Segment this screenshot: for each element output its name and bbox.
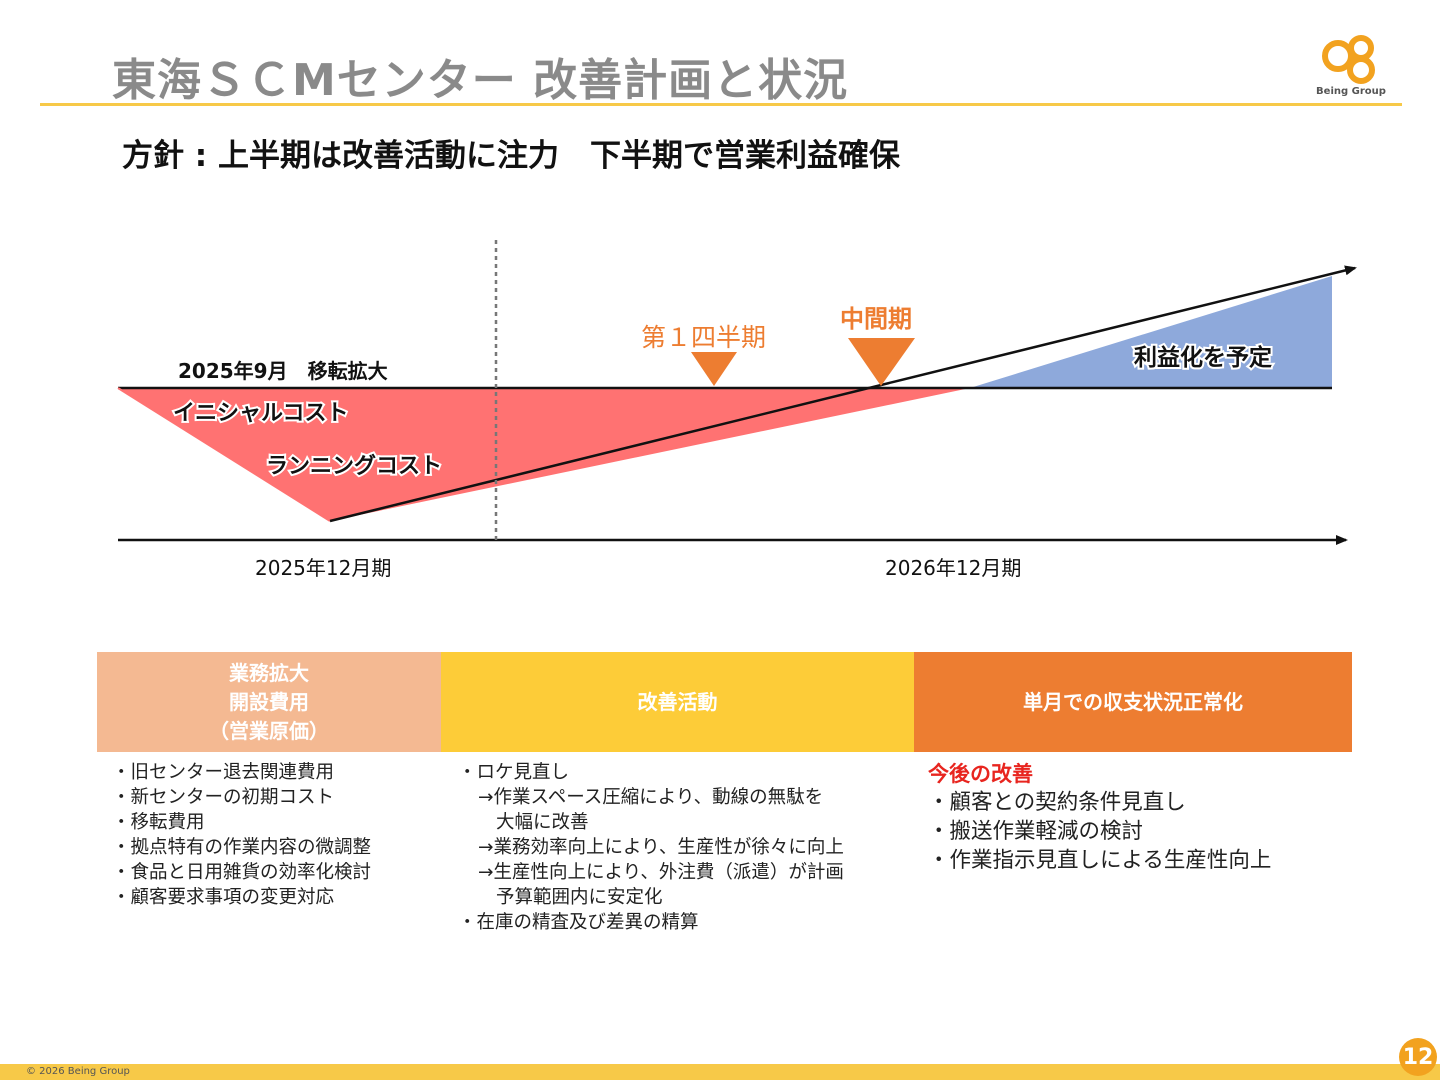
title-divider xyxy=(40,103,1402,106)
list-item: 大幅に改善 xyxy=(496,812,589,833)
midterm-marker xyxy=(848,338,915,386)
being-group-logo-icon xyxy=(1322,35,1375,84)
header-line: 業務拡大 xyxy=(229,660,309,685)
future-improvement-title: 今後の改善 xyxy=(928,762,1033,786)
list-item: 予算範囲内に安定化 xyxy=(496,887,663,908)
column-header-normalization: 単月での収支状況正常化 xyxy=(914,652,1352,752)
cost-edge-line xyxy=(117,387,331,522)
list-item: ・移転費用 xyxy=(112,812,205,833)
profit-label: 利益化を予定 xyxy=(1134,344,1272,371)
list-item: ・顧客との契約条件見直し xyxy=(928,790,1186,815)
q1-label: 第１四半期 xyxy=(641,323,766,352)
header-line: 開設費用 xyxy=(229,689,309,714)
policy-statement: 方針 : 上半期は改善活動に注力 下半期で営業利益確保 xyxy=(122,138,900,174)
logo-text: Being Group xyxy=(1316,86,1386,97)
column-header-expansion: 業務拡大 開設費用 （営業原価） xyxy=(97,652,441,752)
running-cost-label: ランニングコスト xyxy=(266,453,442,479)
footer-bar xyxy=(0,1064,1440,1080)
list-item: ・作業指示見直しによる生産性向上 xyxy=(928,848,1272,873)
future-improvement-list: 今後の改善 ・顧客との契約条件見直し ・搬送作業軽減の検討 ・作業指示見直しによ… xyxy=(928,760,1271,875)
profit-timeline-chart: 2025年9月 移転拡大 イニシャルコスト ランニングコスト 第１四半期 中間期… xyxy=(117,240,1357,580)
list-item: →業務効率向上により、生産性が徐々に向上 xyxy=(478,837,844,858)
profit-area xyxy=(970,276,1332,388)
improvement-activity-list: ・ロケ見直し →作業スペース圧縮により、動線の無駄を 大幅に改善 →業務効率向上… xyxy=(458,760,844,935)
list-item: →作業スペース圧縮により、動線の無駄を xyxy=(478,787,824,808)
expansion-cost-list: ・旧センター退去関連費用 ・新センターの初期コスト ・移転費用 ・拠点特有の作業… xyxy=(112,760,371,910)
period-left-label: 2025年12月期 xyxy=(255,556,391,580)
trend-line xyxy=(329,265,1357,523)
midterm-label: 中間期 xyxy=(840,305,912,333)
list-item: ・ロケ見直し xyxy=(458,762,570,783)
copyright: © 2026 Being Group xyxy=(26,1066,130,1077)
initial-cost-label: イニシャルコスト xyxy=(173,401,349,426)
header-line: 改善活動 xyxy=(637,689,718,714)
list-item: ・在庫の精査及び差異の精算 xyxy=(458,912,699,933)
header-line: （営業原価） xyxy=(209,718,329,743)
q1-marker xyxy=(691,352,737,386)
list-item: ・旧センター退去関連費用 xyxy=(112,762,335,783)
list-item: ・拠点特有の作業内容の微調整 xyxy=(112,837,372,858)
page-title: 東海ＳＣMセンター 改善計画と状況 xyxy=(112,55,849,106)
list-item: ・顧客要求事項の変更対応 xyxy=(112,887,335,908)
period-right-label: 2026年12月期 xyxy=(885,556,1021,580)
header-line: 単月での収支状況正常化 xyxy=(1023,689,1243,714)
event-label: 2025年9月 移転拡大 xyxy=(178,359,388,383)
column-header-improvement: 改善活動 xyxy=(441,652,914,752)
loss-area xyxy=(118,388,970,521)
list-item: →生産性向上により、外注費（派遣）が計画 xyxy=(478,862,844,883)
list-item: ・食品と日用雑貨の効率化検討 xyxy=(112,862,372,883)
list-item: ・新センターの初期コスト xyxy=(112,787,335,808)
list-item: ・搬送作業軽減の検討 xyxy=(928,819,1144,844)
page-number-badge: 12 xyxy=(1399,1038,1437,1076)
